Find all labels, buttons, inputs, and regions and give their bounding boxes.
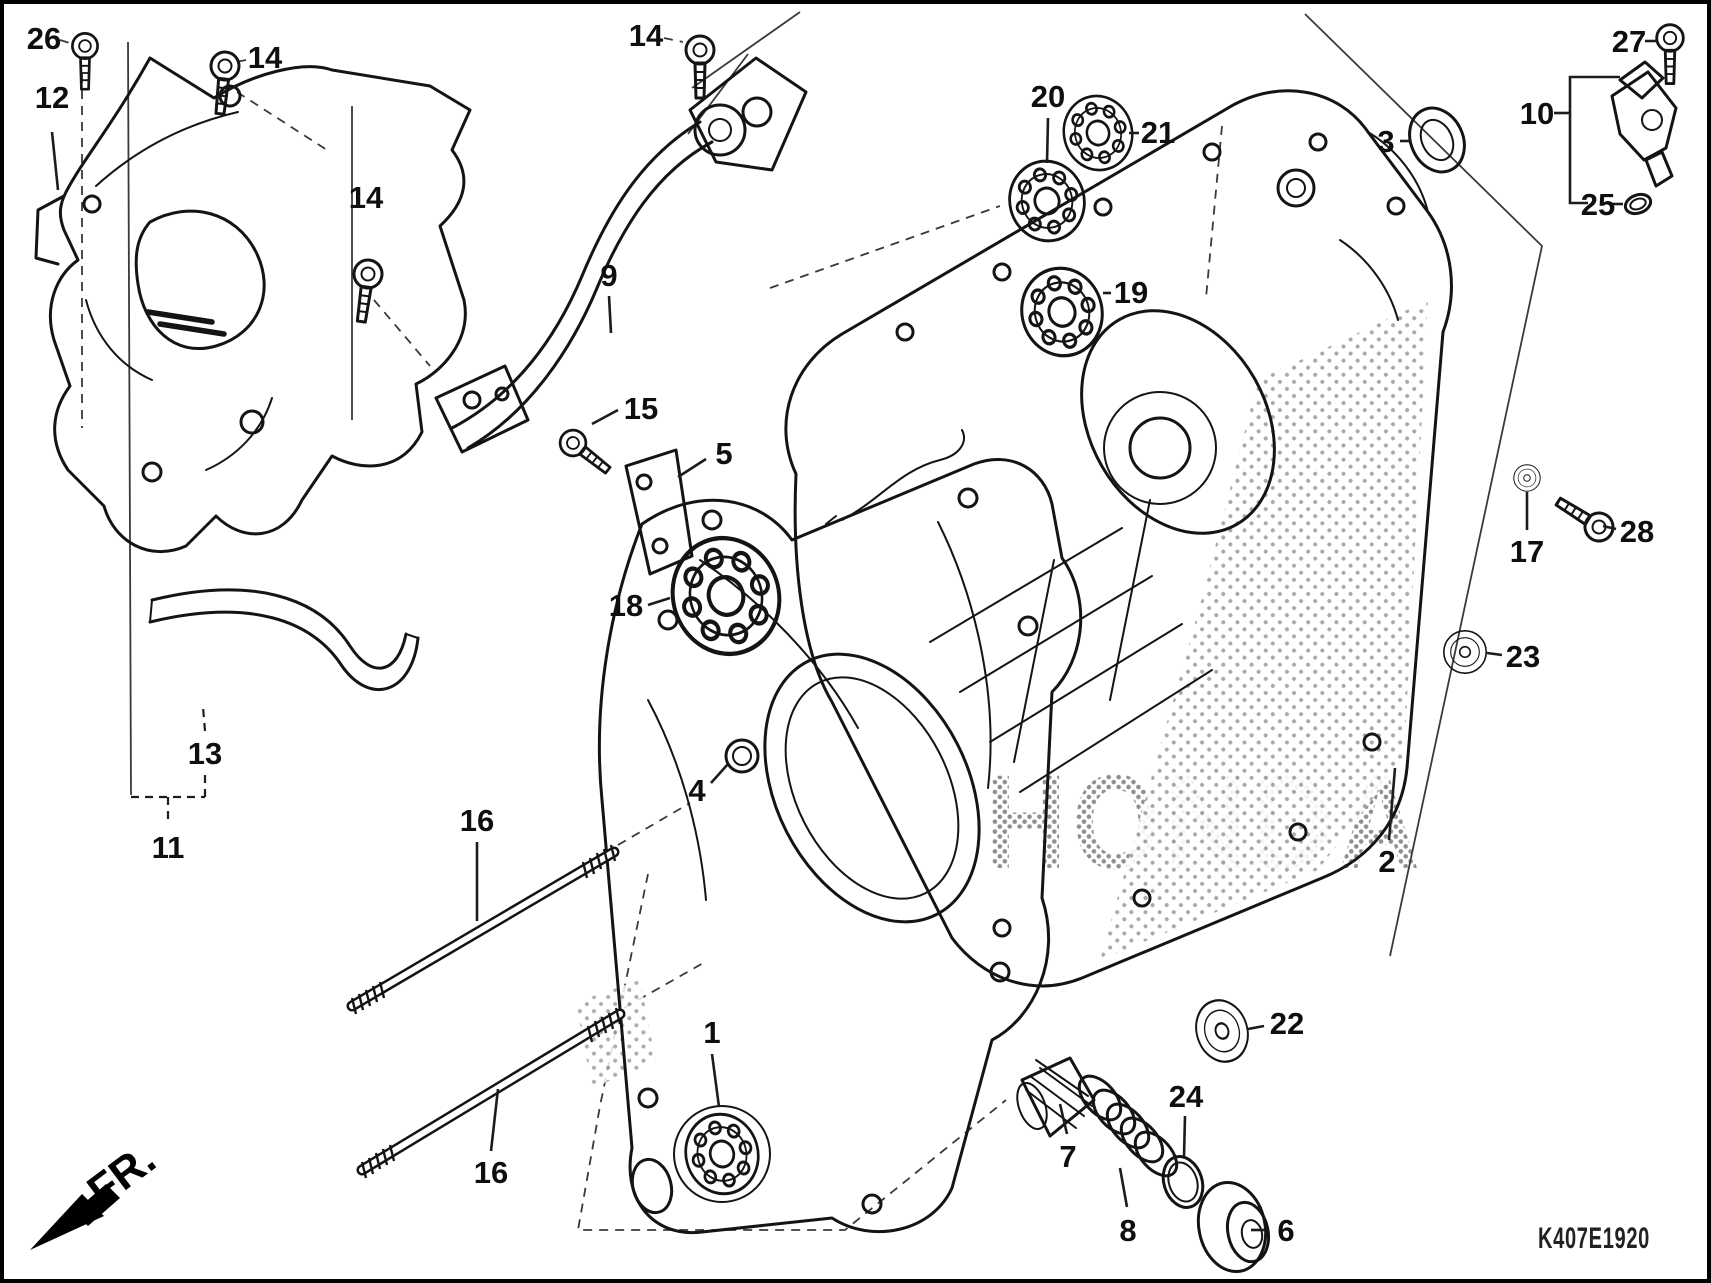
part-label-16-b: 16 [474,1155,508,1190]
part-label-2: 2 [1378,844,1395,879]
bearing-20 [999,151,1095,251]
part-label-14-a: 14 [248,40,283,75]
bearing-1 [675,1104,769,1204]
part-label-16-a: 16 [460,803,494,838]
washer-17 [1513,464,1541,492]
stay-bracket-9 [434,56,808,454]
part-label-1: 1 [703,1015,720,1050]
part-label-4: 4 [688,773,706,808]
part-label-27: 27 [1612,24,1646,59]
part-label-5: 5 [715,436,732,471]
part-label-10: 10 [1520,96,1554,131]
side-cover-12 [34,56,472,553]
bushing-4 [724,738,760,774]
bearing-18 [658,524,795,668]
part-label-14-c: 14 [629,18,664,53]
part-label-8: 8 [1119,1213,1136,1248]
construction-lines [59,11,1543,1231]
stud-bolt-16-b [356,1007,626,1179]
sensor-assembly-10 [1610,60,1678,188]
crankcase-left-1 [576,429,1083,1235]
oil-seal-22 [1187,992,1257,1070]
part-label-6: 6 [1277,1213,1294,1248]
oil-seal-23 [1443,630,1487,674]
diagram-code: K407E1920 [1538,1222,1650,1255]
part-label-3: 3 [1377,124,1394,159]
part-label-20: 20 [1031,79,1065,114]
part-label-13: 13 [188,736,222,771]
fr-direction-indicator: FR. [30,1134,165,1250]
oil-seal-3 [1408,106,1466,174]
part-label-21: 21 [1141,115,1175,150]
part-label-17: 17 [1510,534,1544,569]
crankcase-right-2 [784,89,1453,988]
part-number-labels: 2612141414915518420211931027251728232222… [27,18,1654,1248]
part-label-25: 25 [1581,187,1615,222]
stud-bolt-16-a [346,844,620,1015]
part-label-7: 7 [1059,1139,1076,1174]
part-label-28: 28 [1620,514,1654,549]
part-label-15: 15 [624,391,658,426]
leader-lines [50,39,1657,1232]
bolt-28 [1549,488,1620,548]
cap-6 [1196,1180,1271,1274]
fr-arrow-icon [30,1184,120,1250]
part-label-22: 22 [1270,1006,1304,1041]
screw-14-c [684,34,716,100]
spring-8 [1077,1074,1179,1178]
part-label-11: 11 [152,830,185,865]
bearing-21 [1054,86,1142,180]
o-ring-25 [1623,192,1653,216]
setting-plate-5 [624,448,694,576]
bearing-19 [1010,257,1114,367]
bolt-15 [553,423,618,482]
part-label-9: 9 [600,258,617,293]
part-label-18: 18 [609,588,643,623]
part-label-23: 23 [1506,639,1540,674]
gasket-strip-13 [148,588,420,692]
o-ring-24 [1161,1155,1205,1209]
screw-14-b [345,256,386,325]
part-label-14-b: 14 [349,180,384,215]
part-label-24: 24 [1169,1079,1204,1114]
part-label-19: 19 [1114,275,1148,310]
part-label-26: 26 [27,21,61,56]
screw-26 [71,32,99,91]
part-label-12: 12 [35,80,69,115]
